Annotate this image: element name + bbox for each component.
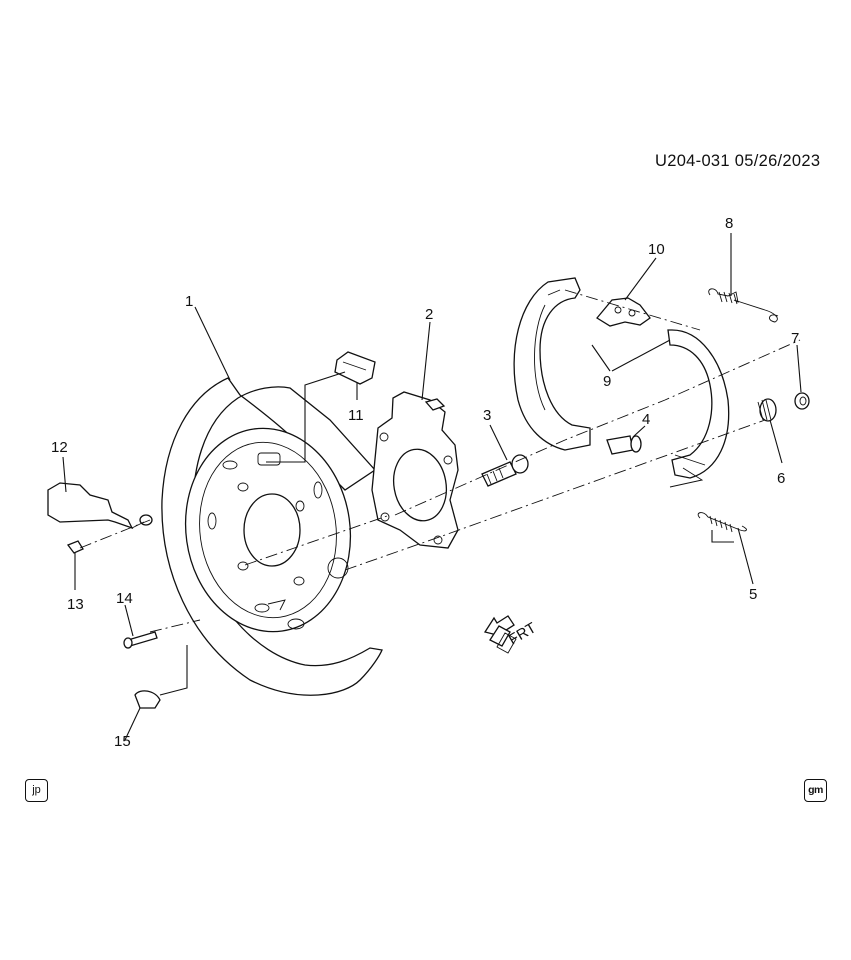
front-arrow [483, 615, 517, 654]
bolt-14 [123, 631, 158, 649]
backing-plate [161, 377, 383, 696]
callout-14: 14 [116, 590, 133, 607]
stud [481, 454, 529, 487]
caliper-bracket [371, 391, 459, 549]
grommet [134, 690, 161, 709]
hold-down-spring [757, 398, 777, 422]
callout-3: 3 [483, 407, 491, 424]
callout-12: 12 [51, 439, 68, 456]
lower-spring [697, 512, 747, 533]
callout-11: 11 [348, 407, 364, 424]
callout-5: 5 [749, 586, 757, 603]
diagram-code-date: U204-031 05/26/2023 [655, 152, 821, 170]
callout-15: 15 [114, 733, 131, 750]
upper-spring [708, 288, 779, 323]
adjuster [596, 297, 651, 327]
bolt-13 [66, 540, 84, 554]
callout-1: 1 [185, 293, 193, 310]
brake-shoes [513, 277, 730, 488]
callout-10: 10 [648, 241, 665, 258]
jp-badge: jp [25, 779, 48, 802]
adjuster-screw [606, 435, 642, 455]
callout-7: 7 [791, 330, 799, 347]
callout-4: 4 [642, 411, 650, 428]
cable-bracket [47, 482, 153, 530]
callout-9: 9 [603, 373, 611, 390]
plug [334, 351, 376, 385]
callout-13: 13 [67, 596, 84, 613]
retainer-cap [794, 392, 810, 410]
gm-logo-badge: gm [804, 779, 827, 802]
callout-6: 6 [777, 470, 785, 487]
callout-2: 2 [425, 306, 433, 323]
callout-8: 8 [725, 215, 733, 232]
